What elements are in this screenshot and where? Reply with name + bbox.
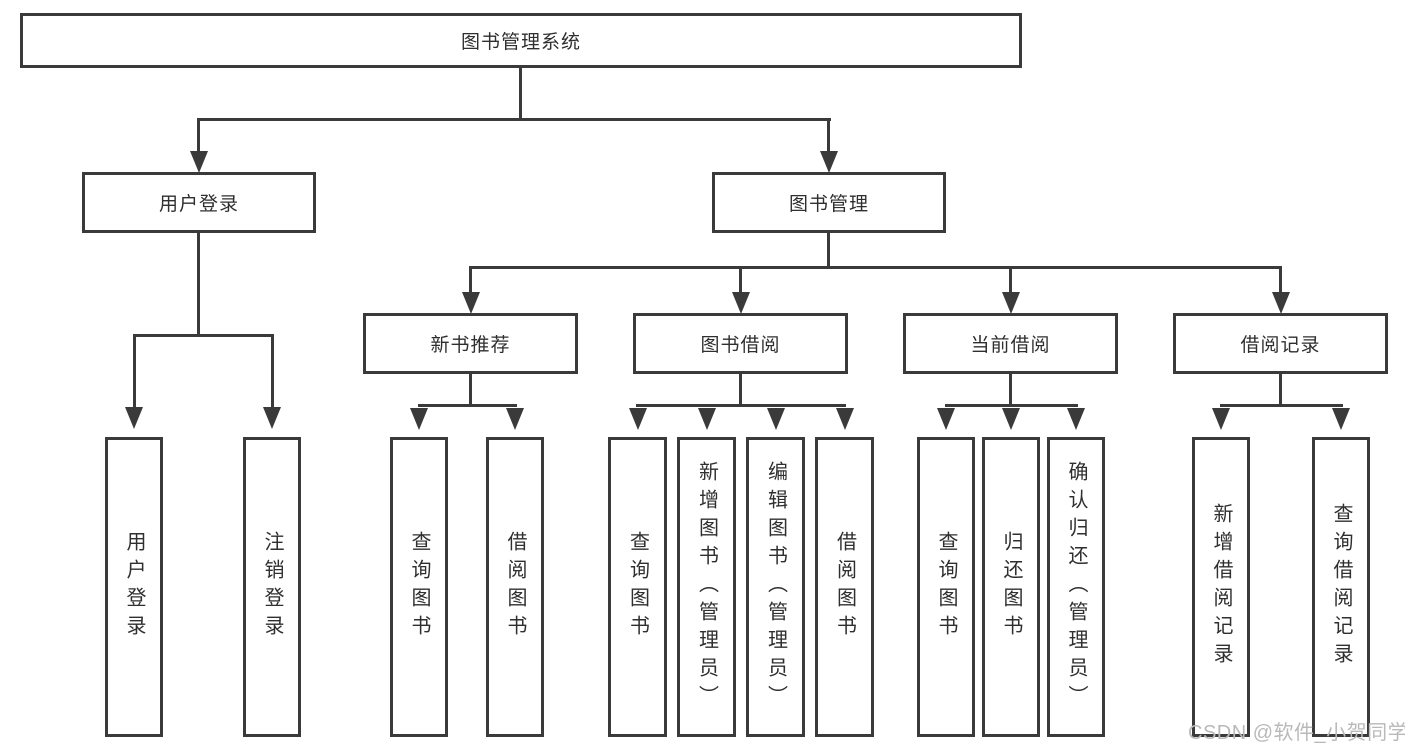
arrowhead-down-icon: [190, 151, 208, 173]
leaf-confirm-return-admin: 确认归还（管理员）: [1047, 437, 1105, 737]
leaf-add-book-admin: 新增图书（管理员）: [677, 437, 736, 737]
leaf-label: 编辑图书（管理员）: [764, 461, 787, 713]
connector-book-borrow-hline: [636, 404, 846, 407]
leaf-label: 新增图书（管理员）: [695, 461, 718, 713]
leaf-label: 查询图书: [935, 531, 957, 643]
connector-level3-hline: [469, 266, 1282, 269]
connector-leaf-stem: [133, 334, 136, 408]
arrowhead-down-icon: [836, 408, 854, 430]
connector-current-borrow-stem: [1009, 266, 1012, 294]
arrowhead-down-icon: [698, 408, 716, 430]
connector-book-management-vline: [827, 233, 830, 268]
arrowhead-down-icon: [1272, 292, 1290, 314]
arrowhead-down-icon: [767, 408, 785, 430]
leaf-label: 用户登录: [123, 531, 145, 643]
arrowhead-down-icon: [410, 408, 428, 430]
node-new-book-recommend: 新书推荐: [363, 313, 578, 374]
arrowhead-down-icon: [1212, 408, 1230, 430]
connector-book-borrow-vline: [739, 374, 742, 406]
connector-borrow-records-vline: [1279, 374, 1282, 406]
leaf-label: 借阅图书: [833, 531, 856, 643]
connector-book-management-stem: [827, 118, 830, 152]
connector-user-login-vline: [197, 233, 200, 336]
connector-new-books-hline: [418, 404, 517, 407]
arrowhead-down-icon: [820, 151, 838, 173]
leaf-user-login: 用户登录: [105, 437, 163, 737]
arrowhead-down-icon: [1332, 408, 1350, 430]
arrowhead-down-icon: [1002, 408, 1020, 430]
arrowhead-down-icon: [125, 407, 143, 429]
arrowhead-down-icon: [1067, 408, 1085, 430]
node-user-login: 用户登录: [82, 172, 316, 233]
node-book-borrow: 图书借阅: [633, 313, 848, 374]
connector-borrow-records-stem: [1279, 266, 1282, 294]
leaf-borrow-books: 借阅图书: [486, 437, 544, 737]
connector-current-borrow-vline: [1009, 374, 1012, 406]
connector-user-login-stem: [197, 118, 200, 152]
leaf-label: 查询借阅记录: [1330, 503, 1352, 671]
arrowhead-down-icon: [263, 407, 281, 429]
connector-book-borrow-stem: [739, 266, 742, 294]
leaf-query-books: 查询图书: [390, 437, 448, 737]
arrowhead-down-icon: [937, 408, 955, 430]
connector-leaf-stem: [271, 334, 274, 408]
leaf-add-borrow-record: 新增借阅记录: [1192, 437, 1250, 737]
leaf-label: 注销登录: [261, 531, 283, 643]
node-library-management-system: 图书管理系统: [20, 13, 1022, 68]
leaf-label: 确认归还（管理员）: [1065, 461, 1087, 713]
leaf-label: 查询图书: [408, 531, 430, 643]
arrowhead-down-icon: [462, 292, 480, 314]
leaf-edit-book-admin: 编辑图书（管理员）: [746, 437, 805, 737]
arrowhead-down-icon: [1002, 292, 1020, 314]
connector-new-books-vline: [469, 374, 472, 406]
leaf-logout: 注销登录: [243, 437, 301, 737]
leaf-label: 归还图书: [1000, 531, 1022, 643]
leaf-query-books: 查询图书: [608, 437, 667, 737]
leaf-query-books: 查询图书: [917, 437, 975, 737]
leaf-return-books: 归还图书: [982, 437, 1040, 737]
arrowhead-down-icon: [732, 292, 750, 314]
leaf-borrow-books: 借阅图书: [815, 437, 874, 737]
node-book-management: 图书管理: [712, 172, 946, 233]
connector-borrow-records-hline: [1220, 404, 1343, 407]
arrowhead-down-icon: [506, 408, 524, 430]
connector-current-borrow-hline: [945, 404, 1078, 407]
node-borrow-records: 借阅记录: [1173, 313, 1388, 374]
connector-user-login-hline: [133, 334, 273, 337]
arrowhead-down-icon: [629, 408, 647, 430]
leaf-query-borrow-record: 查询借阅记录: [1312, 437, 1370, 737]
leaf-label: 查询图书: [626, 531, 649, 643]
csdn-watermark: CSDN @软件_小贺同学: [1188, 722, 1405, 744]
connector-new-books-stem: [469, 266, 472, 294]
leaf-label: 新增借阅记录: [1210, 503, 1232, 671]
leaf-label: 借阅图书: [504, 531, 526, 643]
connector-root-hline: [197, 118, 831, 121]
node-current-borrow: 当前借阅: [903, 313, 1118, 374]
connector-root-vline: [519, 68, 522, 121]
